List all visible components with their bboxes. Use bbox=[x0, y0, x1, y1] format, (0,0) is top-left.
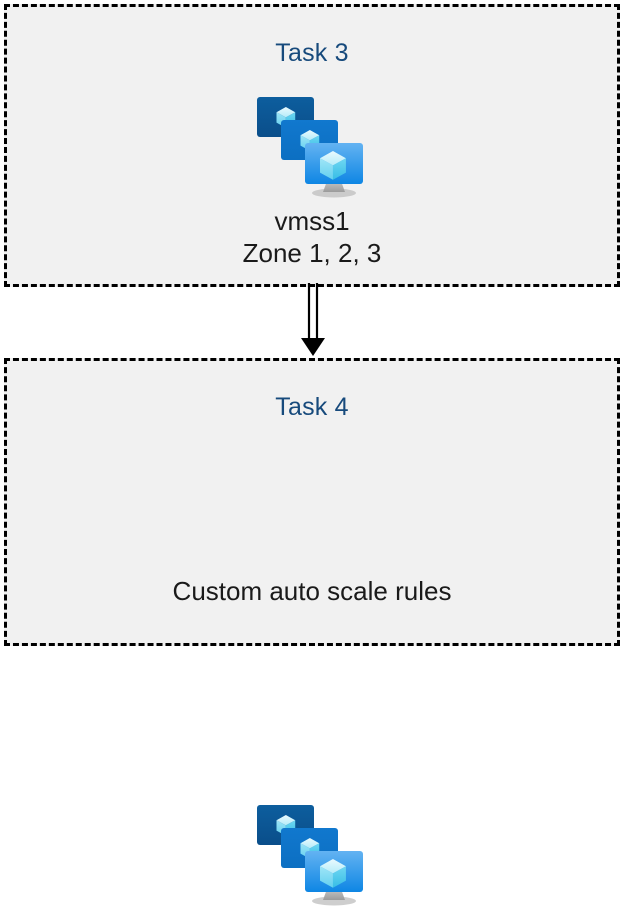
connector-arrow-task3-to-task4 bbox=[292, 283, 336, 361]
caption-line: Custom auto scale rules bbox=[172, 576, 452, 606]
virtual-machine-scale-set-icon bbox=[254, 802, 376, 906]
task-title-task3: Task 3 bbox=[275, 39, 349, 67]
caption-line: Zone 1, 2, 3 bbox=[242, 238, 382, 268]
diagram-canvas: Task 3 bbox=[4, 4, 620, 906]
virtual-machine-scale-set-icon bbox=[254, 94, 376, 198]
task-box-task4: Task 4 bbox=[4, 358, 620, 906]
task-caption-task4: Custom auto scale rules bbox=[7, 575, 617, 607]
caption-line: vmss1 bbox=[274, 206, 350, 236]
task-title-task4: Task 4 bbox=[275, 393, 349, 421]
task-box-task3: Task 3 bbox=[4, 4, 620, 287]
task-caption-task3: vmss1 Zone 1, 2, 3 bbox=[7, 205, 617, 269]
